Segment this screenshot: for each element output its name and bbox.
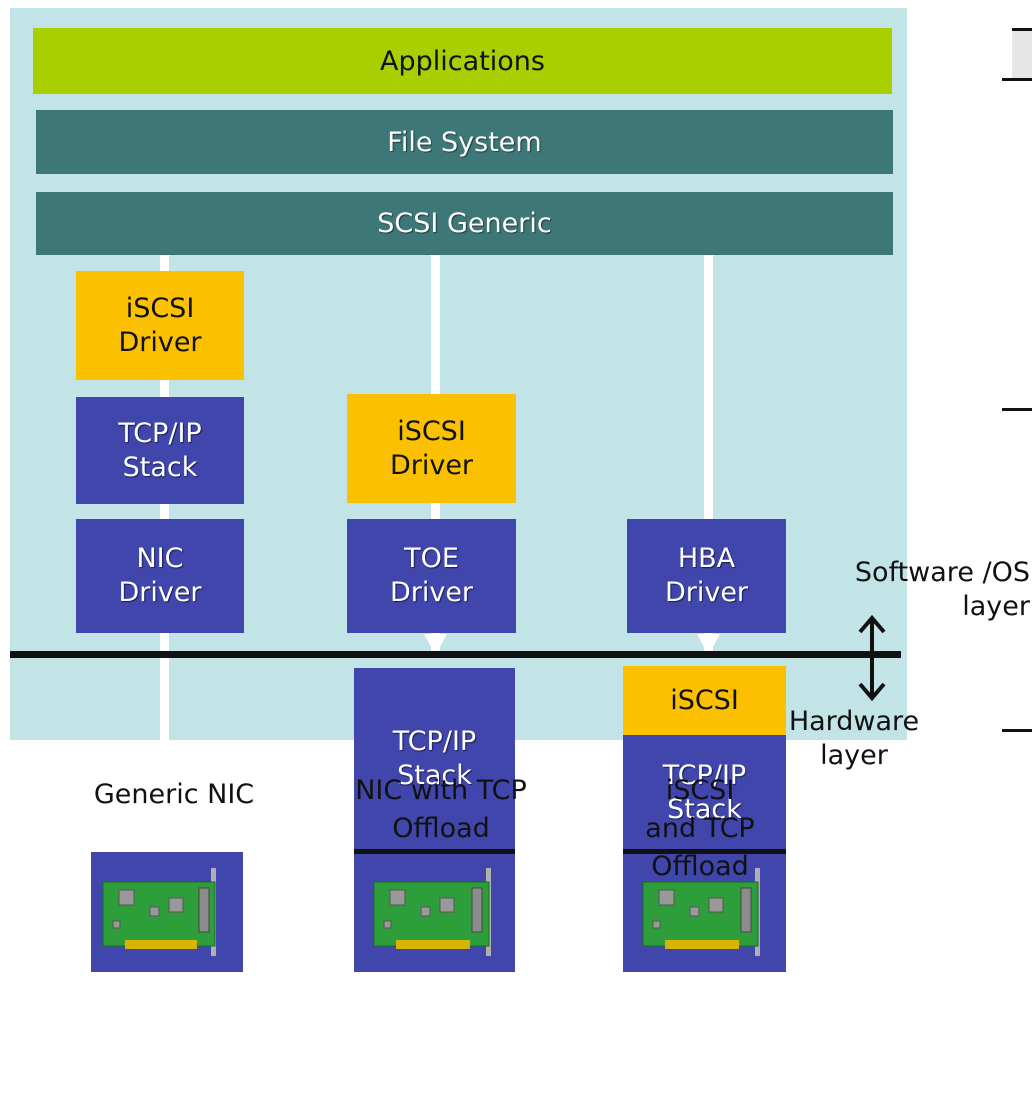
tcp-ip-stack-box: TCP/IP Stack [76, 397, 244, 504]
flow-line-offload [704, 255, 713, 655]
arrow-down-icon [150, 818, 179, 846]
network-card-icon [373, 868, 491, 956]
caption-iscsi-tcp-offload: iSCSI and TCP Offload [645, 775, 755, 882]
edge-tick [1002, 729, 1032, 732]
toe-driver-box: TOE Driver [347, 519, 516, 633]
nic-card-toe [354, 852, 515, 972]
nic-driver-box: NIC Driver [76, 519, 244, 633]
card-divider [354, 849, 515, 854]
caption-generic-nic: Generic NIC [93, 779, 255, 810]
iscsi-driver-box: iSCSI Driver [347, 394, 516, 503]
iscsi-hardware-box: iSCSI [623, 666, 786, 735]
tcp-ip-stack-hardware-box: TCP/IP Stack [623, 735, 786, 850]
nic-card-offload [623, 852, 786, 972]
nic-card-generic [91, 852, 243, 972]
card-divider [623, 849, 786, 854]
edge-tick [1002, 78, 1032, 81]
hba-driver-box: HBA Driver [627, 519, 786, 633]
caption-nic-tcp-offload: NIC with TCP Offload [355, 775, 527, 844]
double-arrow-icon [858, 614, 886, 702]
scsi-generic-bar: SCSI Generic [36, 192, 893, 255]
software-hardware-boundary [10, 651, 901, 658]
edge-box-fragment [1012, 28, 1032, 80]
network-card-icon [642, 868, 760, 956]
iscsi-driver-box: iSCSI Driver [76, 271, 244, 380]
arrow-down-icon [697, 634, 720, 655]
software-layer-label: Software /OS layer [854, 557, 1030, 622]
edge-tick [1002, 408, 1032, 411]
network-card-icon [102, 868, 216, 956]
applications-bar: Applications [33, 28, 892, 94]
tcp-ip-stack-hardware-box: TCP/IP Stack [354, 668, 515, 850]
arrow-down-icon [424, 634, 447, 655]
file-system-bar: File System [36, 110, 893, 174]
hardware-layer-label: Hardware layer [788, 706, 920, 771]
